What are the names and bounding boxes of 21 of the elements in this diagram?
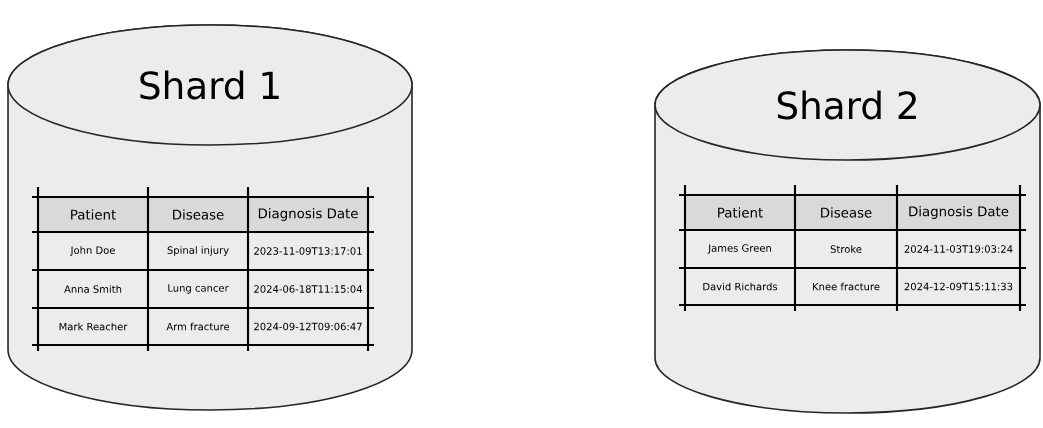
table-cell: Mark Reacher — [59, 322, 128, 331]
table-cell: Stroke — [830, 245, 862, 253]
column-header: Patient — [71, 209, 116, 220]
table-cell: 2023-11-09T13:17:01 — [254, 247, 362, 255]
table-cell: David Richards — [703, 282, 778, 291]
table-cell: Spinal injury — [167, 246, 229, 256]
column-header: Disease — [821, 207, 872, 218]
table-cell: James Green — [707, 244, 771, 254]
table-cell: Anna Smith — [64, 285, 122, 293]
table-cell: 2024-12-09T15:11:33 — [904, 282, 1013, 291]
table-cell: Lung cancer — [168, 284, 229, 294]
table-cell: 2024-11-03T19:03:24 — [904, 245, 1013, 253]
column-header: Diagnosis Date — [909, 206, 1009, 219]
column-header: Disease — [173, 209, 224, 220]
column-header: Diagnosis Date — [258, 208, 358, 221]
table-cell: 2024-09-12T09:06:47 — [254, 322, 362, 331]
table-cell: Knee fracture — [813, 282, 880, 291]
table-cell: John Doe — [70, 246, 115, 256]
table-cell: 2024-06-18T11:15:04 — [254, 285, 362, 293]
column-header: Patient — [718, 207, 763, 218]
table-cell: Arm fracture — [166, 322, 230, 331]
